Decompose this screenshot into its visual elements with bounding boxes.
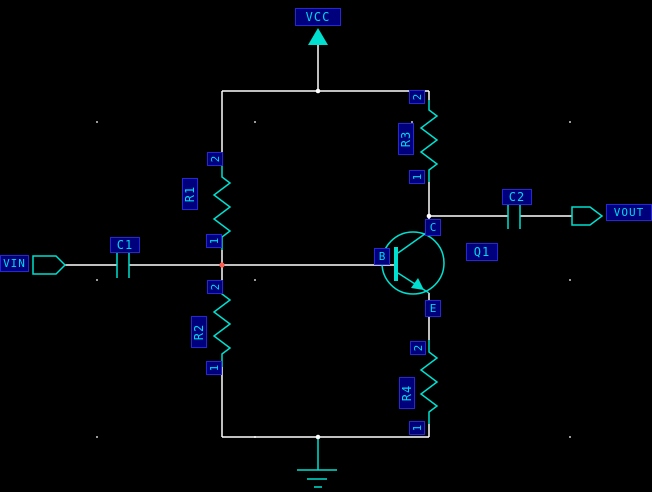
junction-collector (426, 213, 432, 219)
resistor-R4[interactable] (419, 340, 439, 424)
junction-vcc (315, 88, 321, 94)
resistor-R3[interactable] (419, 100, 439, 182)
resistor-R2[interactable] (212, 282, 232, 367)
label-vcc[interactable]: VCC (295, 8, 341, 26)
label-r2-pin2[interactable]: 2 (207, 280, 223, 294)
label-r3-pin2[interactable]: 2 (409, 90, 425, 104)
label-r4-ref[interactable]: R4 (399, 377, 415, 409)
q1-body-circle (381, 231, 445, 295)
q1-emitter-lead (397, 272, 430, 294)
label-port-vin[interactable]: VIN (0, 255, 29, 272)
label-q1-pin-base[interactable]: B (374, 248, 390, 265)
q1-collector-lead (397, 230, 430, 254)
label-r3-ref[interactable]: R3 (398, 123, 414, 155)
label-c2-ref[interactable]: C2 (502, 189, 532, 205)
label-q1-pin-collector[interactable]: C (425, 219, 441, 236)
label-r1-pin1[interactable]: 1 (206, 234, 222, 248)
label-r4-pin1[interactable]: 1 (409, 421, 425, 435)
label-r1-ref[interactable]: R1 (182, 178, 198, 210)
label-q1-pin-emitter[interactable]: E (425, 300, 441, 317)
label-port-vout[interactable]: VOUT (606, 204, 652, 221)
vcc-power-symbol[interactable] (308, 28, 328, 45)
label-r2-ref[interactable]: R2 (191, 316, 207, 348)
label-r2-pin1[interactable]: 1 (206, 361, 222, 375)
grid-dots (96, 121, 571, 438)
label-r4-pin2[interactable]: 2 (410, 341, 426, 355)
port-vout-symbol[interactable] (571, 206, 604, 226)
label-r3-pin1[interactable]: 1 (409, 170, 425, 184)
wires[interactable] (65, 45, 572, 438)
capacitor-C2[interactable] (507, 203, 521, 229)
resistor-R1[interactable] (212, 165, 232, 250)
label-r1-pin2[interactable]: 2 (207, 152, 223, 166)
label-c1-ref[interactable]: C1 (110, 237, 140, 253)
junction-base-divider (219, 262, 225, 268)
label-q1-ref[interactable]: Q1 (466, 243, 498, 261)
port-vin-symbol[interactable] (32, 255, 67, 275)
junction-ground (315, 434, 321, 440)
ground-symbol[interactable] (297, 437, 337, 488)
vcc-arrow-icon (308, 28, 328, 45)
transistor-Q1[interactable] (381, 230, 445, 295)
capacitor-C1[interactable] (116, 252, 130, 278)
q1-emitter-arrow-icon (411, 278, 424, 290)
